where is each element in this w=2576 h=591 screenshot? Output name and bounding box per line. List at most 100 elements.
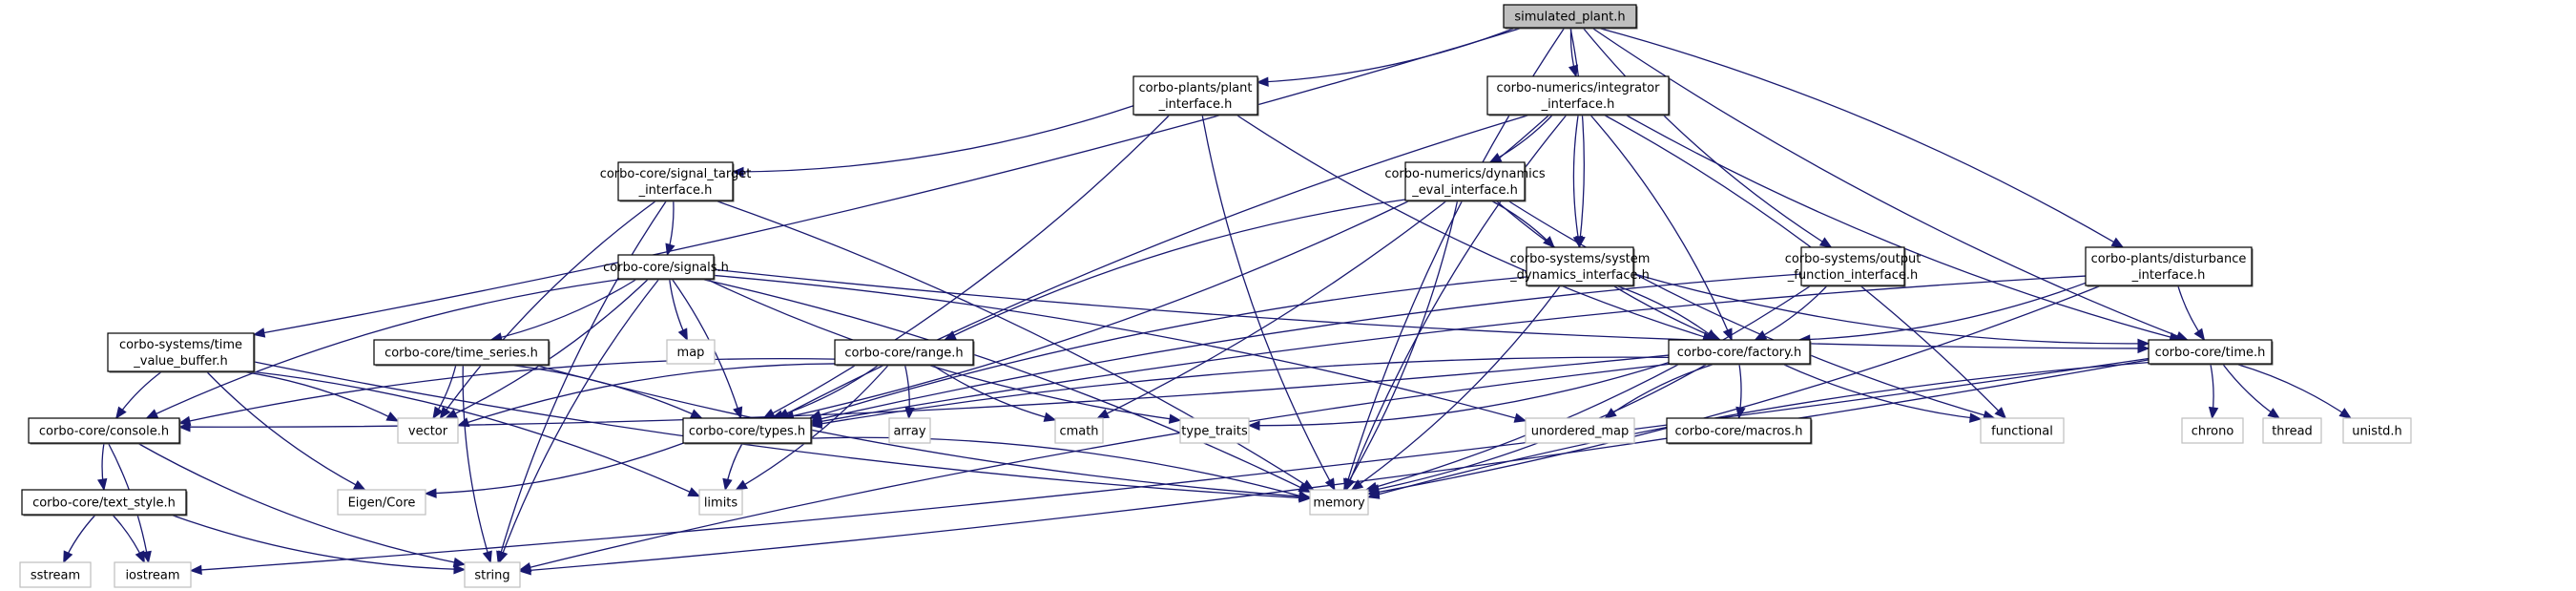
edge-factory-to-string (519, 363, 1673, 571)
arrowhead-types-to-eigen_core (424, 488, 437, 498)
edge-time_value_buffer-to-memory (253, 361, 1311, 499)
node-label: _interface.h (638, 183, 713, 198)
edge-time_series-to-string (462, 364, 491, 563)
arrowhead-integrator_interface-to-functional (1994, 407, 2007, 419)
node-time-value-buffer[interactable]: corbo-systems/time_value_buffer.h (107, 332, 256, 373)
node-time[interactable]: corbo-core/time.h (2148, 339, 2274, 366)
node-box (397, 417, 459, 444)
node-integrator-interface[interactable]: corbo-numerics/integrator_interface.h (1486, 75, 1671, 116)
node-label: corbo-core/text_style.h (32, 496, 176, 511)
edge-factory-to-types (810, 356, 1670, 427)
edge-plant_interface-to-types (763, 114, 1171, 419)
edge-range-to-types (771, 364, 880, 419)
edge-plant_interface-to-memory (1201, 114, 1336, 491)
edge-time-to-unistd (2234, 363, 2352, 419)
node-output-function-interface[interactable]: corbo-systems/output_function_interface.… (1785, 246, 1922, 287)
node-time-series[interactable]: corbo-core/time_series.h (373, 339, 551, 367)
node-label: corbo-plants/plant (1138, 81, 1252, 95)
edge-root-to-time (1591, 27, 2188, 341)
node-signals[interactable]: corbo-core/signals.h (603, 254, 729, 281)
edge-range-to-cmath (931, 364, 1056, 421)
edge-range-to-vector (457, 363, 836, 427)
node-label: _interface.h (2131, 268, 2206, 283)
edge-time-to-iostream (190, 357, 2150, 572)
arrowhead-time_value_buffer-to-limits (687, 487, 701, 497)
arrowhead-root-to-time_value_buffer (252, 327, 266, 338)
node-box (337, 489, 426, 516)
node-console[interactable]: corbo-core/console.h (28, 417, 181, 445)
node-label: corbo-core/signal_target (600, 167, 752, 181)
node-label: corbo-core/range.h (844, 347, 963, 361)
node-map: map (666, 339, 716, 365)
arrowhead-time_series-to-vector (432, 406, 444, 420)
edge-plant_interface-to-signal_target_interface (732, 105, 1134, 173)
edge-dynamics_eval_interface-to-types (782, 200, 1411, 419)
arrowhead-plant_interface-to-signal_target_interface (731, 166, 744, 178)
node-box (2148, 339, 2273, 365)
node-label: vector (408, 425, 448, 439)
arrowhead-range-to-vector (456, 417, 470, 428)
node-label: sstream (31, 569, 80, 583)
node-box (1503, 4, 1637, 29)
node-box (464, 561, 521, 588)
node-box (1666, 417, 1812, 444)
arrowhead-root-to-integrator_interface (1568, 64, 1579, 78)
node-range[interactable]: corbo-core/range.h (834, 339, 975, 367)
node-factory[interactable]: corbo-core/factory.h (1668, 339, 1812, 366)
edge-root-to-time_value_buffer (253, 27, 1524, 336)
node-box (617, 254, 715, 280)
edge-factory-to-functional (1781, 363, 1982, 420)
edge-time-to-memory (1367, 361, 2150, 498)
node-type-traits: type_traits (1179, 417, 1250, 444)
edge-root-to-system_dynamics_interface (1569, 27, 1586, 248)
arrowhead-root-to-plant_interface (1256, 76, 1269, 87)
node-box (2181, 417, 2244, 444)
arrowhead-range-to-limits (735, 479, 748, 491)
node-dynamics-eval-interface[interactable]: corbo-numerics/dynamics_eval_interface.h (1384, 161, 1546, 202)
edge-system_dynamics_interface-to-time (1632, 272, 2150, 345)
node-label: corbo-numerics/dynamics (1384, 167, 1546, 181)
node-plant-interface[interactable]: corbo-plants/plant_interface.h (1132, 75, 1259, 116)
node-sstream: sstream (19, 561, 92, 588)
arrowhead-factory-to-console (177, 421, 191, 433)
edge-time_series-to-memory (533, 364, 1311, 498)
node-disturbance-interface[interactable]: corbo-plants/disturbance _interface.h (2085, 246, 2254, 287)
arrowhead-time-to-chrono (2208, 406, 2219, 420)
arrowhead-time_series-to-types (689, 409, 703, 419)
node-label: map (677, 346, 705, 360)
node-system-dynamics-interface[interactable]: corbo-systems/system_dynamics_interface.… (1509, 246, 1650, 287)
node-unistd: unistd.h (2342, 417, 2412, 444)
arrowhead-signals-to-type_traits (1168, 413, 1182, 424)
arrowhead-root-to-output_function_interface (1818, 237, 1833, 248)
edge-integrator_interface-to-factory (1589, 114, 1733, 341)
node-root[interactable]: simulated_plant.h (1503, 4, 1638, 30)
node-string: string (464, 561, 521, 588)
node-label: _dynamics_interface.h (1509, 268, 1650, 283)
edge-root-to-plant_interface (1257, 27, 1516, 83)
node-label: corbo-core/types.h (689, 425, 805, 439)
edge-disturbance_interface-to-factory (1798, 282, 2087, 341)
node-text-style[interactable]: corbo-core/text_style.h (21, 489, 188, 517)
arrowhead-time-to-memory (1366, 489, 1381, 499)
edge-system_dynamics_interface-to-types (809, 276, 1527, 419)
node-types[interactable]: corbo-core/types.h (682, 417, 813, 445)
node-box (1800, 246, 1905, 286)
edge-plant_interface-to-factory (1236, 114, 1714, 341)
node-box (1132, 75, 1258, 116)
node-macros[interactable]: corbo-core/macros.h (1666, 417, 1813, 445)
node-box (19, 561, 92, 588)
node-signal-target-interface[interactable]: corbo-core/signal_target _interface.h (600, 161, 752, 202)
node-cmath: cmath (1054, 417, 1104, 444)
node-label: array (893, 425, 925, 439)
nodes-layer: simulated_plant.hcorbo-plants/plant_inte… (19, 4, 2412, 588)
edge-signals-to-vector (446, 278, 650, 419)
edge-signals-to-console (146, 278, 626, 419)
arrowhead-plant_interface-to-types (762, 408, 777, 419)
arrowhead-system_dynamics_interface-to-memory (1350, 479, 1364, 491)
arrowhead-types-to-memory (1298, 491, 1312, 501)
edge-time_value_buffer-to-eigen_core (205, 370, 365, 491)
edge-root-to-output_function_interface (1582, 27, 1832, 248)
node-box (698, 489, 743, 516)
node-label: corbo-plants/disturbance (2091, 252, 2247, 266)
node-box (28, 417, 180, 444)
